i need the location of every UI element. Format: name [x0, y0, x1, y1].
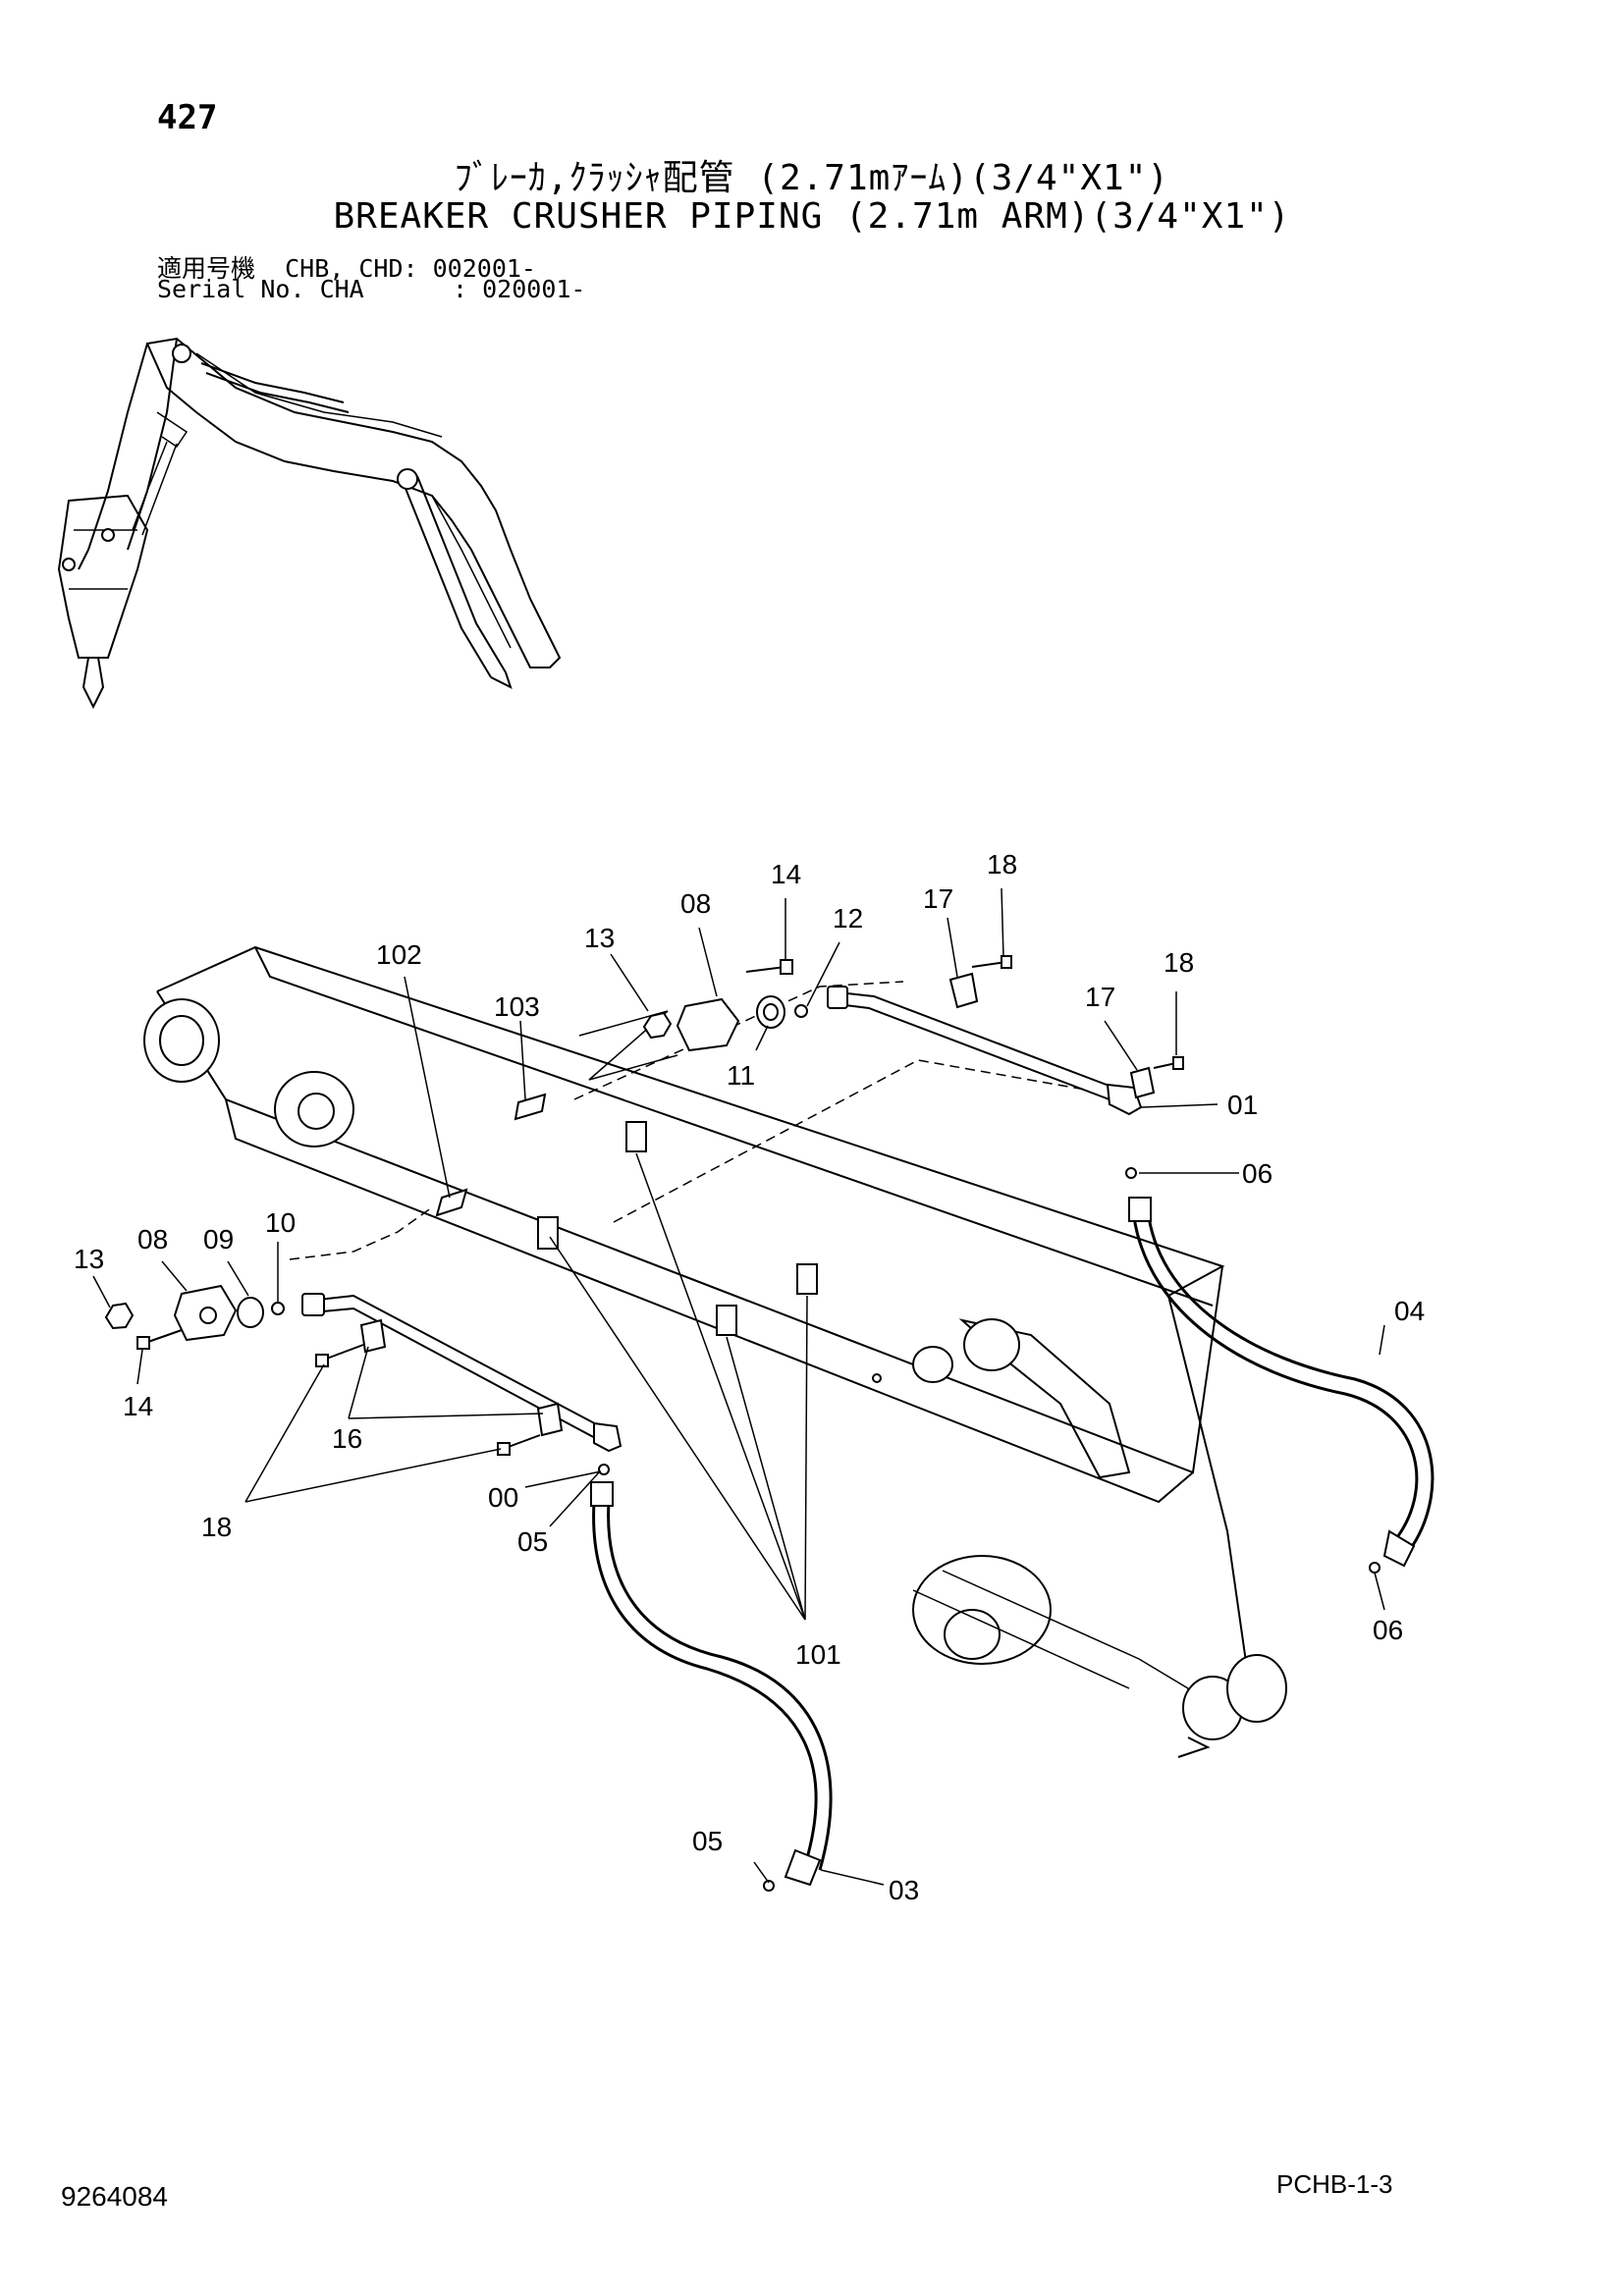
serial-number-line: Serial No. CHA : 020001-: [157, 275, 586, 303]
callout-14-left: 14: [123, 1391, 153, 1421]
callout-18-top: 18: [987, 849, 1017, 880]
callout-17-top: 17: [923, 883, 953, 914]
arm-structure: [143, 945, 1287, 1758]
serial-applicability-line: 適用号機 CHB, CHD: 002001-: [157, 254, 536, 283]
callout-11: 11: [727, 1060, 755, 1091]
callout-13-top: 13: [584, 923, 615, 953]
routing-lines: [289, 981, 1086, 1260]
callout-12: 12: [833, 903, 863, 934]
callout-06-top: 06: [1242, 1158, 1272, 1189]
callout-102: 102: [376, 939, 422, 970]
page-number: 427: [157, 98, 218, 137]
lower-pipe-assembly: [104, 1284, 623, 1475]
callout-04: 04: [1394, 1296, 1425, 1326]
callout-101: 101: [795, 1639, 841, 1670]
leader-lines: [92, 887, 1385, 1886]
callout-17-mid: 17: [1085, 982, 1115, 1012]
callout-103: 103: [494, 991, 540, 1022]
callout-14-top: 14: [771, 859, 801, 889]
inset-boom-illustration: [57, 337, 562, 710]
drawing-number: 9264084: [61, 2181, 169, 2212]
callout-08-left: 08: [137, 1224, 168, 1255]
callout-10: 10: [265, 1207, 296, 1238]
title-english: BREAKER CRUSHER PIPING (2.71m ARM)(3/4"X…: [333, 196, 1291, 237]
page-code: PCHB-1-3: [1276, 2169, 1393, 2199]
callout-05-mid: 05: [517, 1526, 548, 1557]
callout-03: 03: [889, 1875, 919, 1905]
callout-16: 16: [332, 1423, 362, 1454]
callout-06-right: 06: [1373, 1615, 1403, 1645]
callout-09: 09: [203, 1224, 234, 1255]
callout-13-left: 13: [74, 1244, 104, 1274]
callout-18-mid: 18: [1164, 947, 1194, 978]
callout-labels: 14 18 08 17 12 13 18 102 103 17 11 01 06…: [74, 849, 1425, 1905]
upper-pipe-assembly: [642, 955, 1184, 1179]
callout-18-left: 18: [201, 1512, 232, 1542]
callout-05-bottom: 05: [692, 1826, 723, 1856]
title-japanese: ﾌﾞﾚｰｶ,ｸﾗｯｼｬ配管 (2.71mｱｰﾑ)(3/4"X1"): [454, 158, 1170, 198]
callout-08-top: 08: [680, 888, 711, 919]
hose-04: [1128, 1197, 1435, 1574]
callout-01: 01: [1227, 1090, 1258, 1120]
callout-00: 00: [488, 1482, 518, 1513]
hose-03: [590, 1481, 833, 1892]
